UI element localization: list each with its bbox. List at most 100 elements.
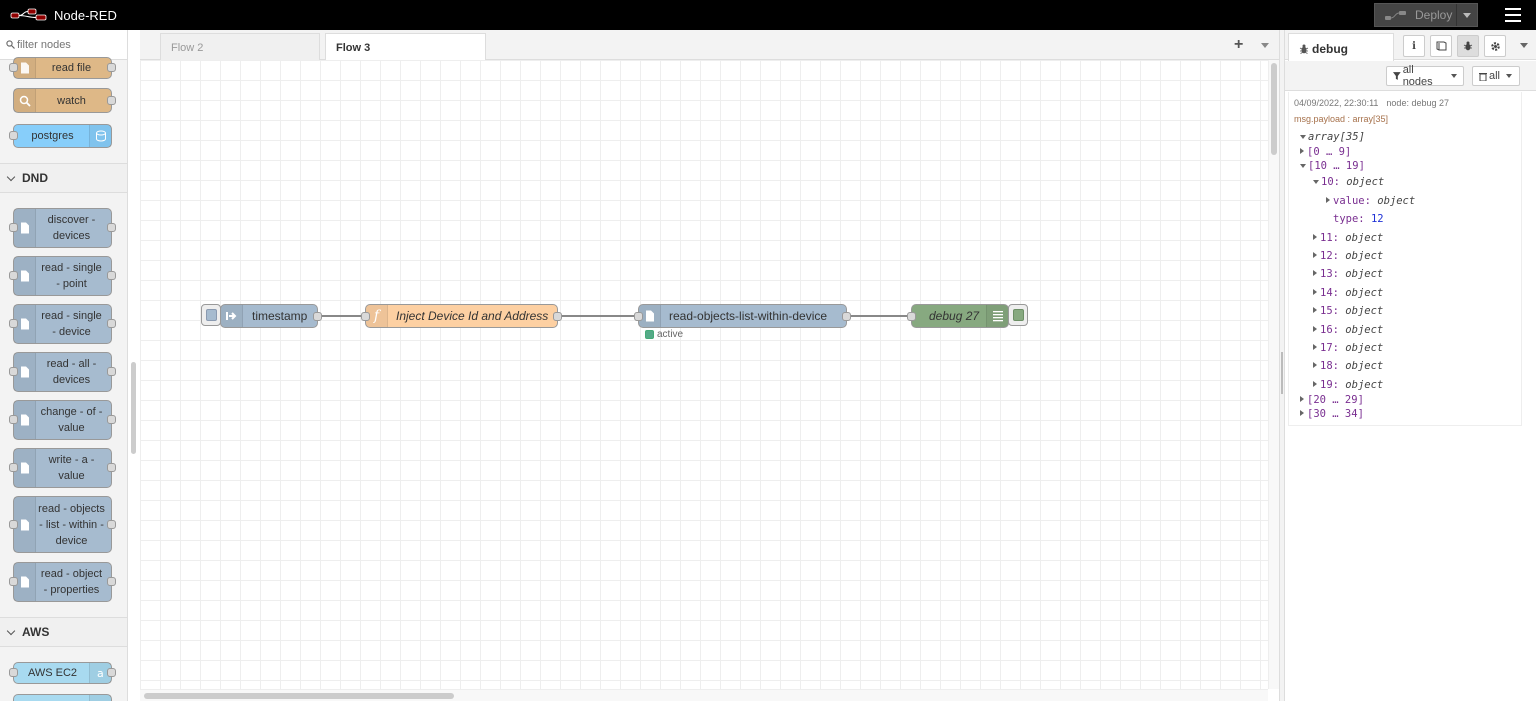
tree-root[interactable]: array[35] — [1300, 130, 1365, 144]
main-menu-button[interactable] — [1505, 8, 1521, 22]
message-node-link[interactable]: node: debug 27 — [1386, 98, 1449, 108]
deploy-dropdown-icon[interactable] — [1463, 13, 1471, 18]
tab-flow-3[interactable]: Flow 3 — [325, 33, 486, 61]
palette-node-aws-partial[interactable] — [13, 694, 112, 701]
input-port[interactable] — [9, 668, 18, 677]
flow-node-label: debug 27 — [929, 309, 980, 323]
tree-item[interactable]: 13: object — [1313, 267, 1383, 281]
tab-list-dropdown-icon[interactable] — [1261, 43, 1269, 48]
palette-scrollbar[interactable] — [131, 362, 136, 454]
palette-node-read-objects-list-within-device[interactable]: read - objects - list - within - device — [9, 496, 116, 553]
deploy-button[interactable]: Deploy — [1374, 3, 1478, 27]
tree-item[interactable]: 10: object — [1313, 175, 1384, 189]
canvas-horizontal-scrollbar[interactable] — [140, 689, 1268, 701]
input-port[interactable] — [361, 312, 370, 321]
input-port[interactable] — [9, 271, 18, 280]
tree-item: type: 12 — [1333, 213, 1384, 225]
category-aws[interactable]: AWS — [0, 617, 127, 647]
input-port[interactable] — [9, 519, 18, 529]
tree-item[interactable]: 12: object — [1313, 249, 1383, 263]
tree-item[interactable]: value: object — [1326, 194, 1415, 208]
output-port[interactable] — [107, 223, 116, 232]
tree-item[interactable]: 19: object — [1313, 378, 1383, 392]
debug-toggle-button[interactable] — [1008, 304, 1028, 326]
palette-node-change-of-value[interactable]: change - of - value — [9, 400, 116, 440]
tree-item[interactable]: 11: object — [1313, 231, 1383, 245]
palette-node-watch[interactable]: watch — [13, 88, 116, 113]
category-dnd[interactable]: DND — [0, 163, 127, 193]
palette-node-read-single-device[interactable]: read - single - device — [9, 304, 116, 344]
output-port[interactable] — [107, 367, 116, 376]
input-port[interactable] — [9, 319, 18, 328]
file-icon — [14, 401, 36, 439]
palette-node-label: read - single - point — [41, 262, 102, 290]
palette-search[interactable] — [0, 30, 127, 60]
inject-arrow-icon — [221, 305, 243, 327]
input-port[interactable] — [9, 367, 18, 376]
palette-node-read-all-devices[interactable]: read - all - devices — [9, 352, 116, 392]
tree-range[interactable]: [30 … 34] — [1300, 407, 1364, 421]
input-port[interactable] — [907, 312, 916, 321]
input-port[interactable] — [9, 63, 18, 72]
tree-item[interactable]: 18: object — [1313, 359, 1383, 373]
output-port[interactable] — [107, 519, 116, 529]
output-port[interactable] — [107, 577, 116, 586]
clear-label: all — [1489, 70, 1501, 82]
config-tab-button[interactable] — [1484, 35, 1506, 57]
filter-nodes-dropdown[interactable]: all nodes — [1386, 64, 1464, 88]
flow-node-read-objects-list[interactable]: read-objects-list-within-device — [634, 304, 851, 328]
input-port[interactable] — [9, 131, 18, 140]
palette-node-read-object-properties[interactable]: read - object - properties — [9, 562, 116, 602]
tree-item[interactable]: 15: object — [1313, 304, 1383, 318]
sidebar-resize-handle[interactable] — [1279, 30, 1285, 701]
palette-node-aws-ec2[interactable]: AWS EC2 a — [9, 662, 116, 684]
output-port[interactable] — [107, 319, 116, 328]
tab-debug[interactable]: debug — [1288, 33, 1394, 61]
file-icon — [14, 449, 36, 487]
flow-node-function[interactable]: f Inject Device Id and Address — [361, 304, 562, 328]
output-port[interactable] — [107, 668, 116, 677]
input-port[interactable] — [9, 223, 18, 232]
bug-icon — [1299, 44, 1309, 54]
clear-messages-dropdown[interactable]: all — [1472, 66, 1520, 86]
add-flow-button[interactable]: + — [1234, 36, 1244, 53]
output-port[interactable] — [107, 463, 116, 472]
input-port[interactable] — [9, 577, 18, 586]
palette-search-input[interactable] — [17, 38, 127, 51]
info-tab-button[interactable]: i — [1403, 35, 1425, 57]
help-tab-button[interactable] — [1430, 35, 1452, 57]
palette-node-discover-devices[interactable]: discover - devices — [9, 208, 116, 248]
output-port[interactable] — [553, 312, 562, 321]
tree-range[interactable]: [20 … 29] — [1300, 393, 1364, 407]
tree-range[interactable]: [10 … 19] — [1300, 159, 1365, 173]
tab-label: Flow 2 — [171, 42, 204, 54]
debug-tab-button[interactable] — [1457, 35, 1479, 57]
sidebar: debug i all nodes all 04/09/2022, 22:30:… — [1285, 30, 1536, 701]
inject-trigger-button[interactable] — [201, 304, 221, 326]
input-port[interactable] — [634, 312, 643, 321]
palette-node-read-single-point[interactable]: read - single - point — [9, 256, 116, 296]
output-port[interactable] — [107, 271, 116, 280]
flow-node-inject[interactable]: timestamp — [220, 304, 322, 328]
input-port[interactable] — [9, 463, 18, 472]
tree-range[interactable]: [0 … 9] — [1300, 145, 1351, 159]
tab-label: Flow 3 — [336, 42, 371, 54]
flow-node-debug[interactable]: debug 27 — [907, 304, 1009, 328]
tree-item[interactable]: 16: object — [1313, 323, 1383, 337]
node-red-logo-icon — [10, 8, 47, 21]
output-port[interactable] — [842, 312, 851, 321]
palette-node-postgres[interactable]: postgres — [9, 124, 112, 148]
output-port[interactable] — [107, 415, 116, 424]
output-port[interactable] — [313, 312, 322, 321]
canvas-vertical-scrollbar[interactable] — [1268, 60, 1279, 689]
input-port[interactable] — [9, 415, 18, 424]
tree-item[interactable]: 17: object — [1313, 341, 1383, 355]
flow-canvas[interactable]: timestamp f Inject Device Id and Address… — [140, 60, 1268, 689]
sidebar-tabs-dropdown-icon[interactable] — [1520, 43, 1528, 48]
palette-node-write-a-value[interactable]: write - a - value — [9, 448, 116, 488]
tab-flow-2[interactable]: Flow 2 — [160, 33, 320, 61]
tree-item[interactable]: 14: object — [1313, 286, 1383, 300]
output-port[interactable] — [107, 63, 116, 72]
output-port[interactable] — [107, 95, 116, 105]
palette-node-read-file[interactable]: read file — [9, 57, 116, 79]
